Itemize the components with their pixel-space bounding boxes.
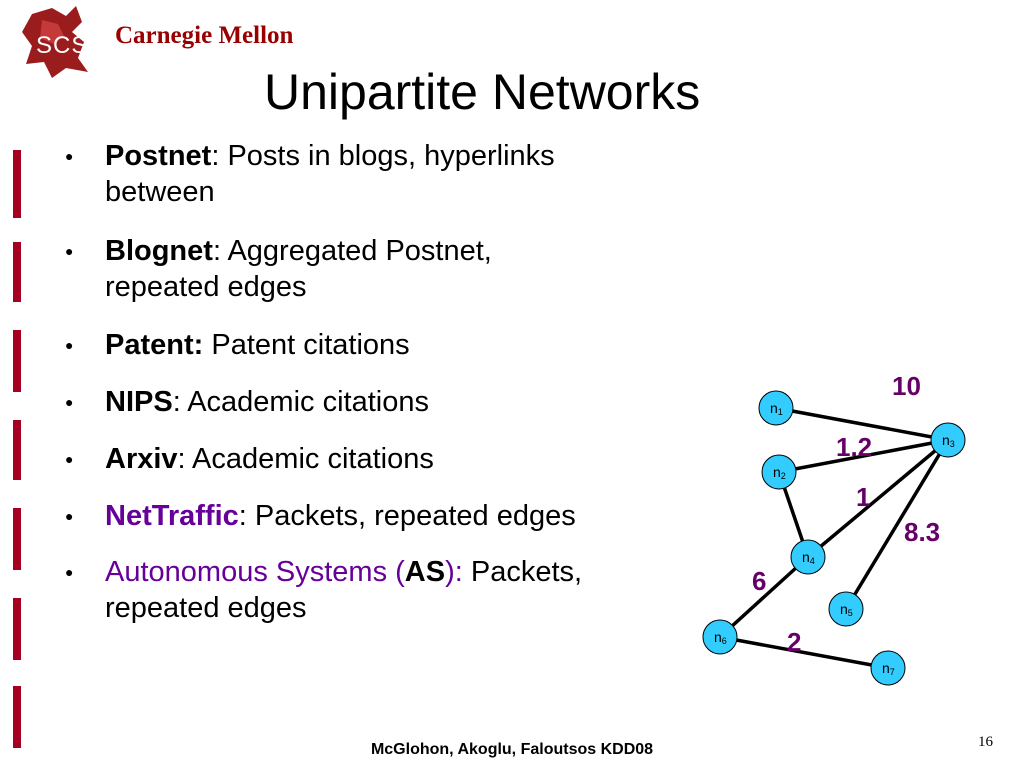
decor-bar [13, 686, 21, 748]
edge-n1-n3 [775, 406, 949, 442]
node-n2 [761, 454, 797, 490]
bullet-dot-icon: ● [65, 564, 74, 580]
node-n3 [930, 422, 966, 458]
bullet-dot-icon: ● [65, 451, 74, 467]
left-decoration [13, 150, 23, 760]
edge-weight-n4-n3: 1 [856, 482, 870, 512]
node-n4 [790, 539, 826, 575]
bullet-dot-icon: ● [65, 148, 74, 164]
edge-weight-n5-n3: 8.3 [904, 517, 940, 547]
edge-weight-n2-n3: 1.2 [836, 432, 872, 462]
logo-text: Carnegie Mellon [115, 22, 294, 49]
node-n7 [870, 650, 906, 686]
bullet-desc: : Packets, repeated edges [238, 500, 576, 532]
node-label-n6: n6 [714, 629, 727, 646]
bullet-post: ): [445, 556, 463, 588]
node-label-n4: n4 [802, 549, 815, 566]
bullet-term: Blognet [105, 235, 213, 267]
edge-n6-n4 [718, 555, 810, 639]
node-n1 [758, 390, 794, 426]
bullet-dot-icon: ● [65, 337, 74, 353]
bullet-desc: Patent citations [203, 329, 410, 361]
decor-bar [13, 242, 21, 302]
bullet-dot-icon: ● [65, 243, 74, 259]
bullet-desc: : Academic citations [172, 386, 429, 418]
page-title: Unipartite Networks [264, 64, 701, 120]
decor-bar [13, 330, 21, 392]
decor-bar [13, 150, 21, 218]
page-number: 16 [978, 734, 993, 750]
bullet-term: Arxiv [105, 443, 178, 475]
griffin-icon [22, 6, 88, 78]
decor-bar [13, 598, 21, 660]
footer-citation: McGlohon, Akoglu, Faloutsos KDD08 [370, 741, 654, 758]
edge-n6-n7 [719, 635, 889, 670]
bullet-term: NetTraffic [105, 500, 239, 532]
decor-bar [13, 508, 21, 570]
edge-n4-n3 [806, 438, 950, 559]
bullet-dot-icon: ● [65, 508, 74, 524]
bullet-term: NIPS [105, 386, 173, 418]
node-label-n3: n3 [942, 432, 955, 449]
bullet-desc-cont: repeated edges [105, 271, 307, 303]
bullet-term: AS [404, 556, 446, 588]
scs-text: SCS [36, 32, 89, 59]
bullet-desc: Packets, [462, 556, 583, 588]
node-label-n5: n5 [840, 601, 853, 618]
edge-n2-n3 [778, 438, 949, 474]
bullet-desc: : Academic citations [177, 443, 434, 475]
bullet-desc: : Posts in blogs, hyperlinks [211, 140, 555, 172]
edge-weight-n6-n7: 2 [787, 627, 801, 657]
bullet-desc: : Aggregated Postnet, [212, 235, 492, 267]
node-label-n2: n2 [773, 464, 786, 481]
node-label-n1: n1 [770, 400, 783, 417]
node-n5 [828, 591, 864, 627]
bullet-term: Patent: [105, 329, 204, 361]
bullet-pre: Autonomous Systems ( [105, 556, 405, 588]
edge-n5-n3 [844, 439, 950, 610]
bullet-desc-cont: between [105, 176, 215, 208]
bullet-desc-cont: repeated edges [105, 592, 307, 624]
network-diagram: n1 n2 n3 n4 n5 n6 n7 10 1.2 1 8.3 6 2 [702, 371, 966, 686]
decor-bar [13, 420, 21, 480]
node-n6 [702, 619, 738, 655]
node-label-n7: n7 [882, 660, 895, 677]
edge-weight-n6-n4: 6 [752, 566, 766, 596]
cmu-logo: SCS Carnegie Mellon [18, 2, 293, 82]
bullet-dot-icon: ● [65, 394, 74, 410]
bullet-term: Postnet [105, 140, 212, 172]
edge-weight-n1-n3: 10 [892, 371, 921, 401]
